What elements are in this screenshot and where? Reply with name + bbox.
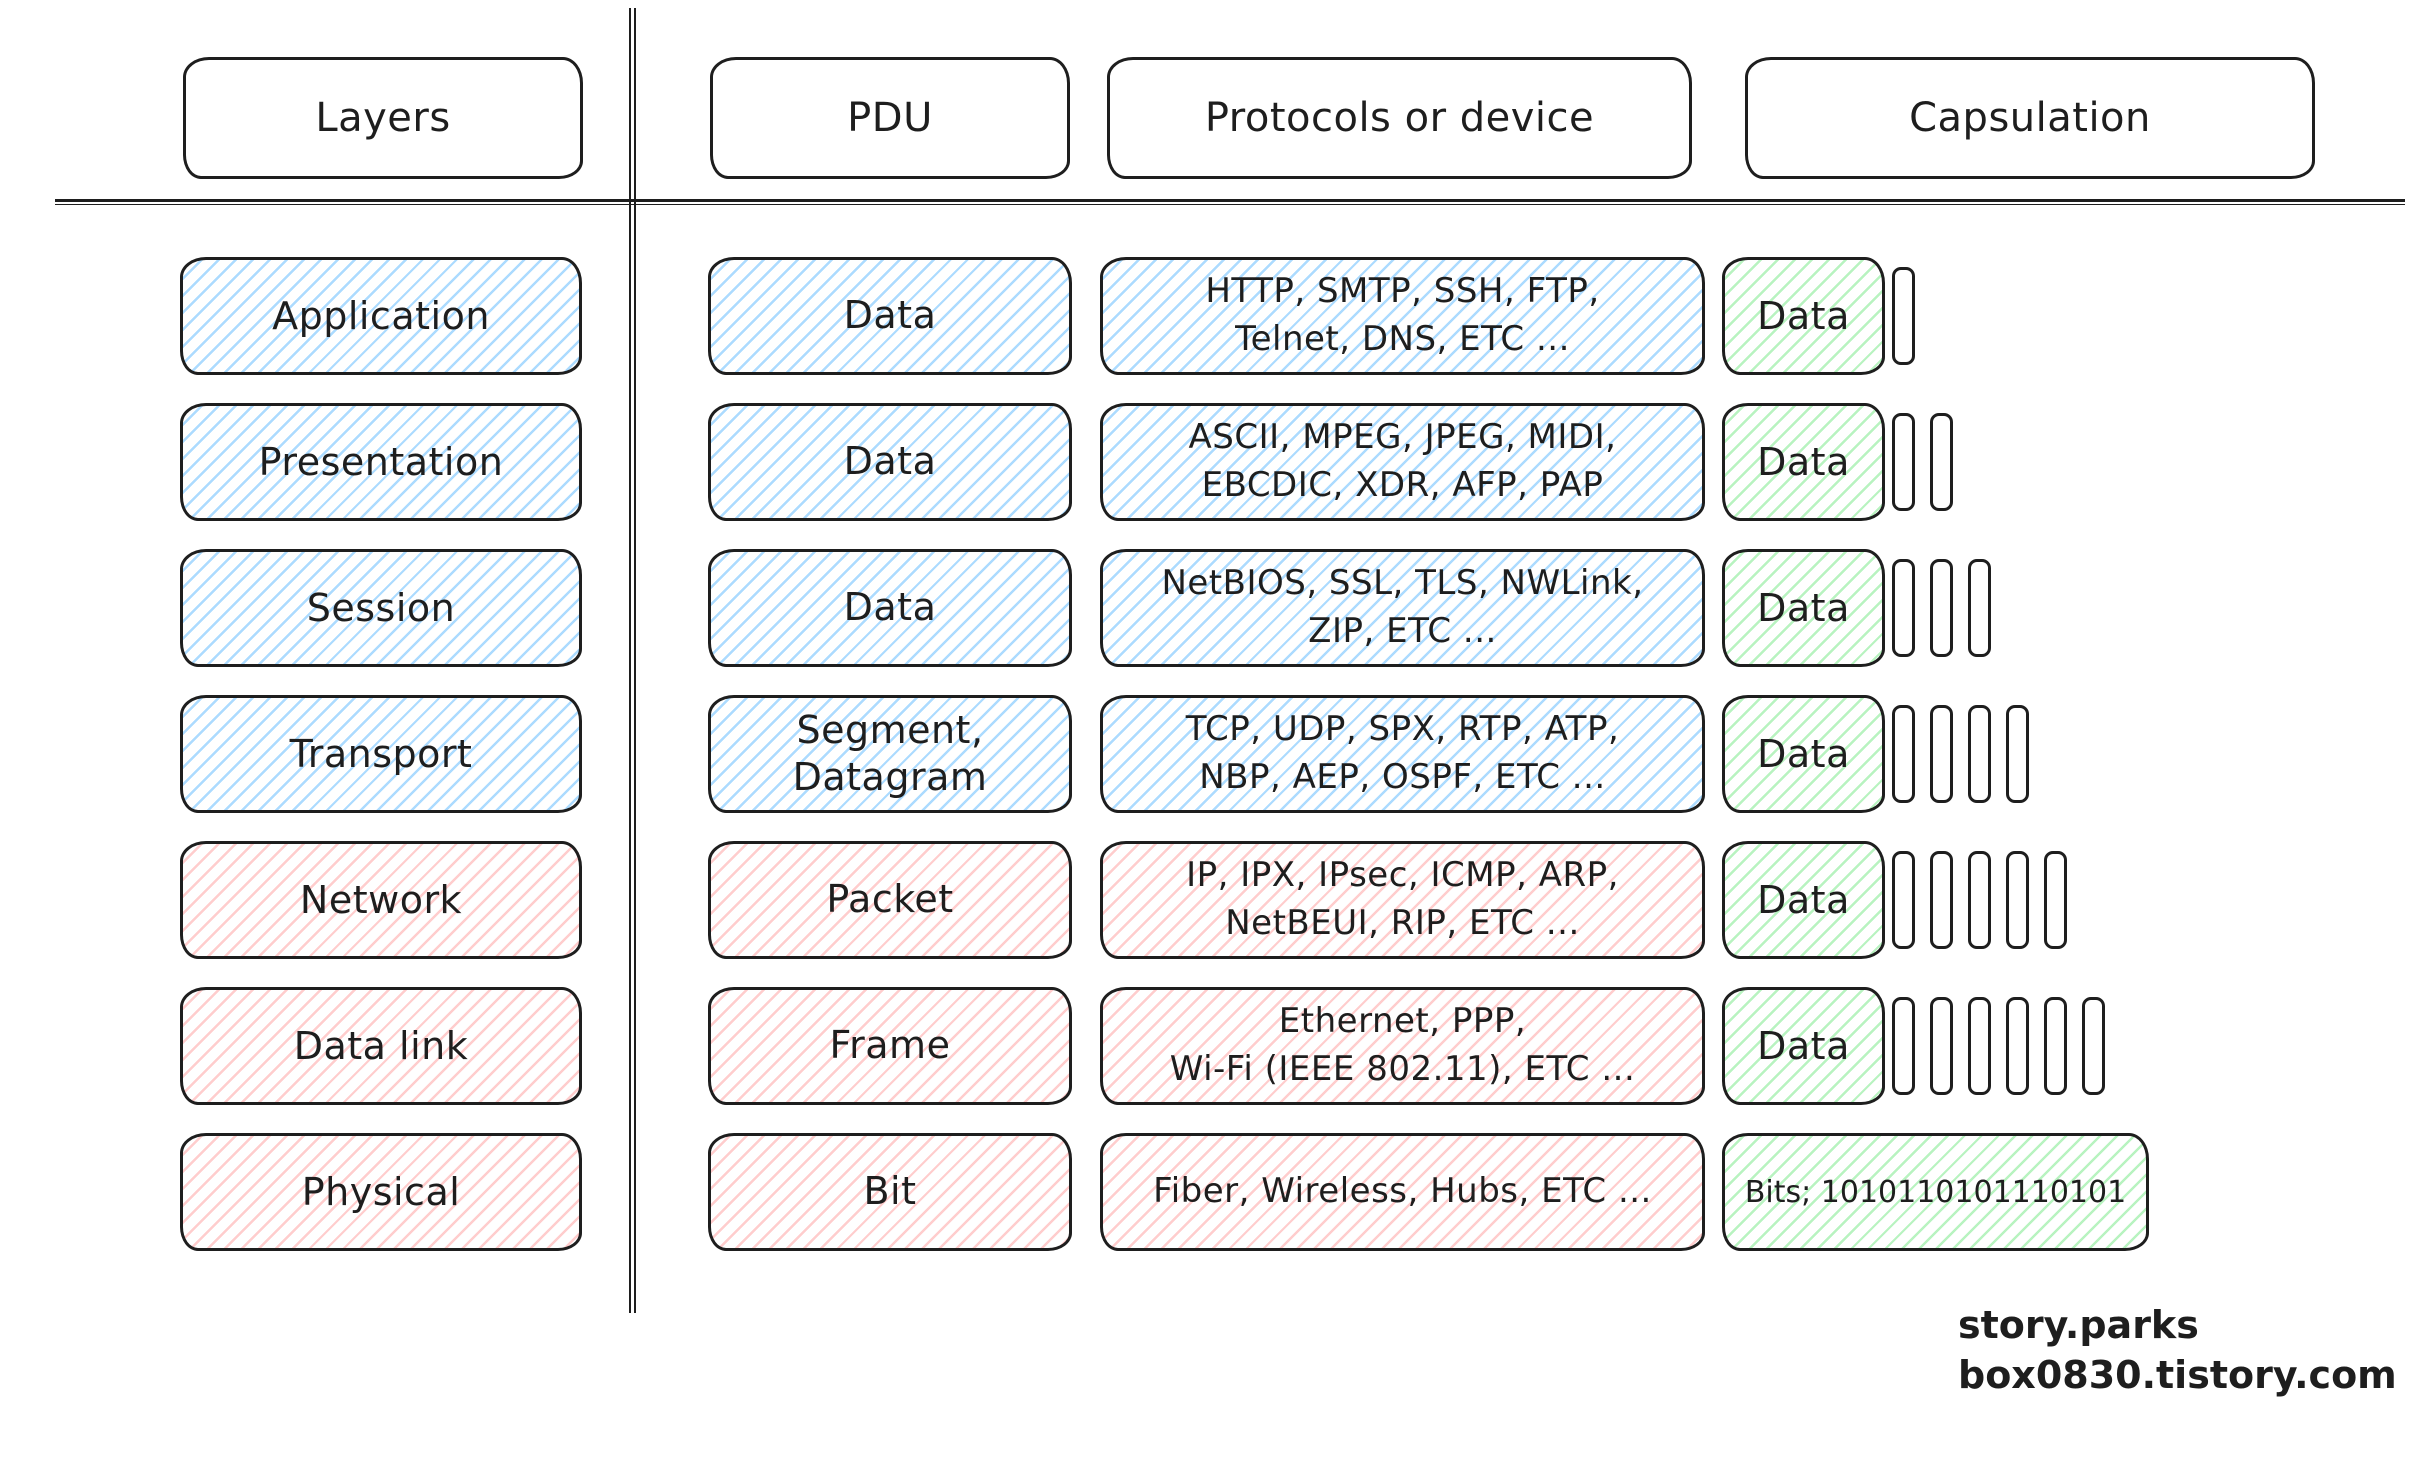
capsulation-bars-transport	[1892, 705, 2029, 803]
capsulation-bars-presentation	[1892, 413, 1953, 511]
pdu-box-data-link: Frame	[708, 987, 1072, 1105]
header-box-capsulation: Capsulation	[1745, 57, 2315, 179]
capsulation-bar	[1930, 997, 1953, 1095]
capsulation-bars-network	[1892, 851, 2067, 949]
capsulation-bar	[1892, 851, 1915, 949]
capsulation-bar	[1892, 997, 1915, 1095]
pdu-box-physical: Bit	[708, 1133, 1072, 1251]
capsulation-bar	[1968, 705, 1991, 803]
capsulation-bar	[1892, 267, 1915, 365]
layer-box-network: Network	[180, 841, 582, 959]
layer-box-data-link: Data link	[180, 987, 582, 1105]
capsulation-bar	[2082, 997, 2105, 1095]
pdu-box-presentation: Data	[708, 403, 1072, 521]
capsulation-box-physical-bits: Bits; 1010110101110101	[1722, 1133, 2149, 1251]
layer-box-application: Application	[180, 257, 582, 375]
capsulation-bars-session	[1892, 559, 1991, 657]
layer-box-session: Session	[180, 549, 582, 667]
capsulation-box-network: Data	[1722, 841, 1885, 959]
capsulation-bar	[1968, 559, 1991, 657]
osi-row-transport: Transport Segment, Datagram TCP, UDP, SP…	[0, 695, 2436, 813]
osi-row-session: Session Data NetBIOS, SSL, TLS, NWLink, …	[0, 549, 2436, 667]
osi-row-network: Network Packet IP, IPX, IPsec, ICMP, ARP…	[0, 841, 2436, 959]
capsulation-bar	[2044, 997, 2067, 1095]
osi-row-presentation: Presentation Data ASCII, MPEG, JPEG, MID…	[0, 403, 2436, 521]
osi-row-data-link: Data link Frame Ethernet, PPP, Wi-Fi (IE…	[0, 987, 2436, 1105]
protocols-box-network: IP, IPX, IPsec, ICMP, ARP, NetBEUI, RIP,…	[1100, 841, 1705, 959]
header-box-layers: Layers	[183, 57, 583, 179]
capsulation-bar	[2006, 705, 2029, 803]
osi-row-application: Application Data HTTP, SMTP, SSH, FTP, T…	[0, 257, 2436, 375]
capsulation-box-transport: Data	[1722, 695, 1885, 813]
layer-box-physical: Physical	[180, 1133, 582, 1251]
header-box-pdu: PDU	[710, 57, 1070, 179]
capsulation-bars-application	[1892, 267, 1915, 365]
capsulation-bar	[1930, 705, 1953, 803]
column-divider-line	[629, 8, 636, 1313]
protocols-box-session: NetBIOS, SSL, TLS, NWLink, ZIP, ETC ...	[1100, 549, 1705, 667]
capsulation-bar	[1930, 559, 1953, 657]
credit-line-1: story.parks	[1958, 1303, 2199, 1347]
capsulation-bar	[2006, 997, 2029, 1095]
capsulation-bar	[1930, 851, 1953, 949]
header-separator-line	[55, 199, 2405, 205]
credit-block: story.parks box0830.tistory.com	[1958, 1300, 2397, 1400]
protocols-box-application: HTTP, SMTP, SSH, FTP, Telnet, DNS, ETC .…	[1100, 257, 1705, 375]
pdu-box-session: Data	[708, 549, 1072, 667]
layer-box-presentation: Presentation	[180, 403, 582, 521]
pdu-box-transport: Segment, Datagram	[708, 695, 1072, 813]
protocols-box-data-link: Ethernet, PPP, Wi-Fi (IEEE 802.11), ETC …	[1100, 987, 1705, 1105]
credit-line-2: box0830.tistory.com	[1958, 1353, 2397, 1398]
capsulation-bar	[1892, 705, 1915, 803]
capsulation-bar	[1968, 997, 1991, 1095]
osi-row-physical: Physical Bit Fiber, Wireless, Hubs, ETC …	[0, 1133, 2436, 1251]
protocols-box-presentation: ASCII, MPEG, JPEG, MIDI, EBCDIC, XDR, AF…	[1100, 403, 1705, 521]
protocols-box-physical: Fiber, Wireless, Hubs, ETC ...	[1100, 1133, 1705, 1251]
capsulation-bar	[1930, 413, 1953, 511]
protocols-box-transport: TCP, UDP, SPX, RTP, ATP, NBP, AEP, OSPF,…	[1100, 695, 1705, 813]
pdu-box-network: Packet	[708, 841, 1072, 959]
capsulation-bars-data-link	[1892, 997, 2105, 1095]
capsulation-box-data-link: Data	[1722, 987, 1885, 1105]
capsulation-box-session: Data	[1722, 549, 1885, 667]
capsulation-box-application: Data	[1722, 257, 1885, 375]
pdu-box-application: Data	[708, 257, 1072, 375]
capsulation-bar	[1892, 559, 1915, 657]
capsulation-bar	[2006, 851, 2029, 949]
capsulation-bar	[1892, 413, 1915, 511]
header-box-protocols: Protocols or device	[1107, 57, 1692, 179]
capsulation-bar	[1968, 851, 1991, 949]
layer-box-transport: Transport	[180, 695, 582, 813]
capsulation-box-presentation: Data	[1722, 403, 1885, 521]
capsulation-bar	[2044, 851, 2067, 949]
